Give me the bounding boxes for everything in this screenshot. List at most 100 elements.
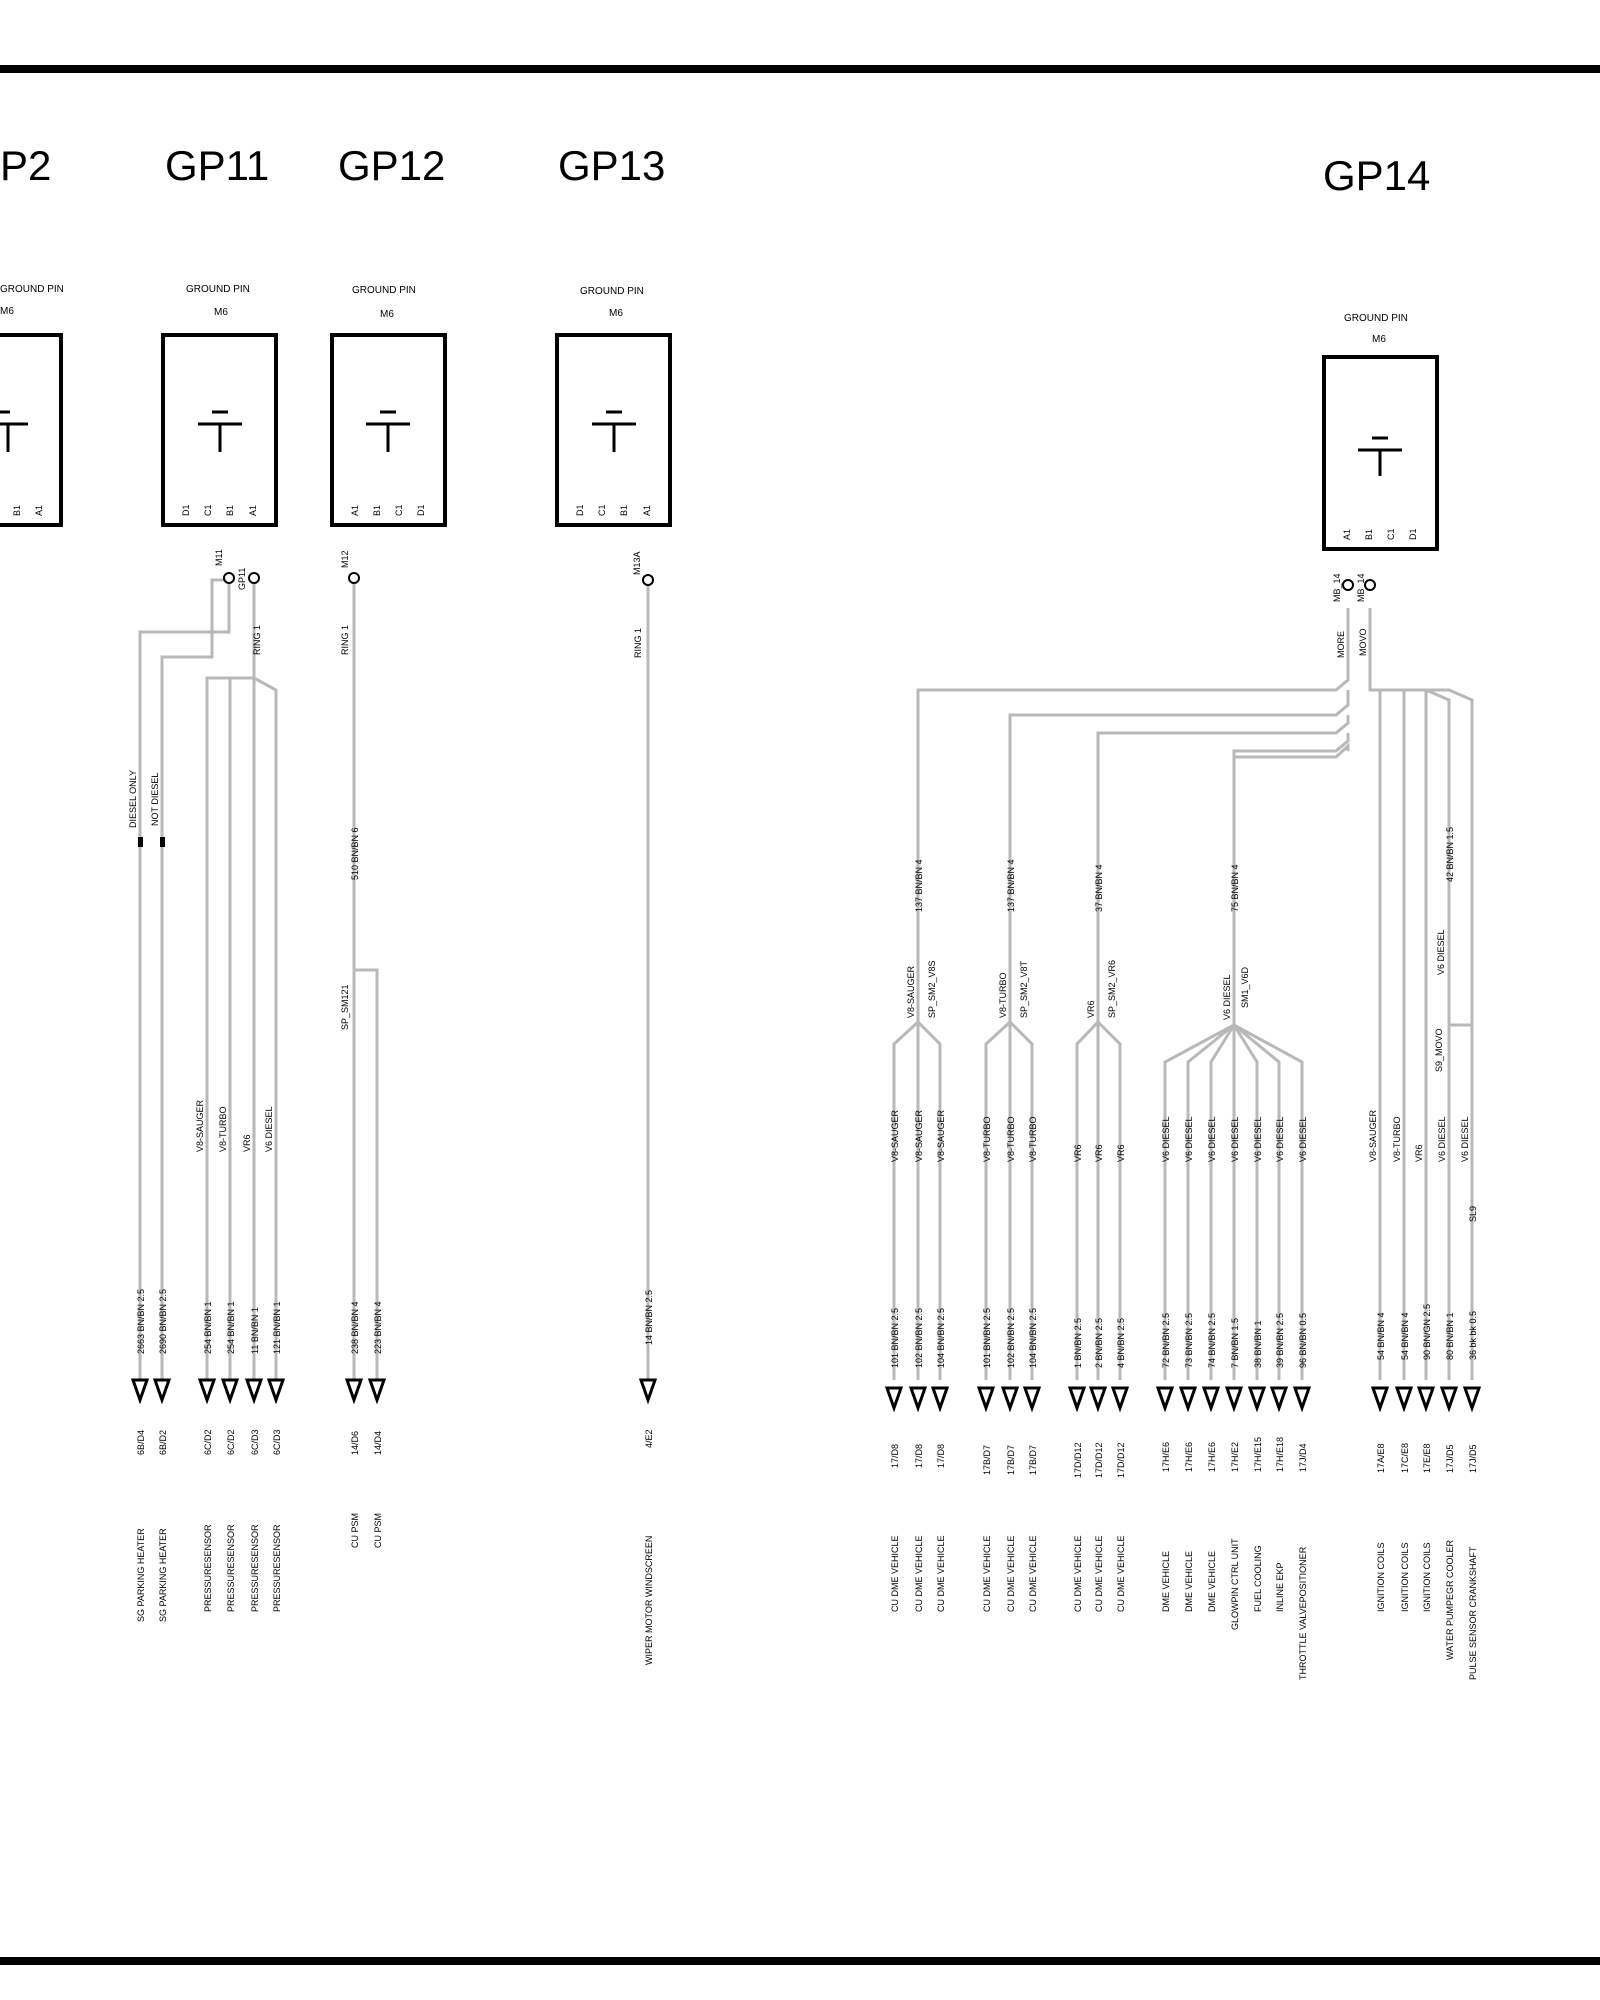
terminal-label: 17/D8 <box>914 1444 924 1468</box>
ring-terminal <box>1364 579 1376 591</box>
terminal-label: 17B/D7 <box>1028 1445 1038 1475</box>
ground-icon <box>592 410 636 452</box>
group-title: GP11 <box>165 142 269 189</box>
destination-label: IGNITION COILS <box>1376 1542 1386 1612</box>
group-title: GP14 <box>1323 152 1430 199</box>
wire-label: 4 BN/BN 2.5 <box>1116 1318 1126 1368</box>
wire-label: 137 BN/BN 4 <box>1006 859 1016 912</box>
pin-a1: A1 <box>642 505 652 516</box>
pin-d1: D1 <box>181 504 191 516</box>
variant-label: V6 DIESEL <box>1161 1116 1171 1162</box>
wire-label: 102 BN/BN 2.5 <box>1006 1308 1016 1368</box>
connector-arrows <box>344 1378 387 1405</box>
terminal-label: 6C/D2 <box>203 1429 213 1455</box>
wire-label: 104 BN/BN 2.5 <box>936 1308 946 1368</box>
ground-pin-box <box>0 333 63 527</box>
wire-label: 2 BN/BN 2.5 <box>1094 1318 1104 1368</box>
destination-label: SG PARKING HEATER <box>158 1528 168 1622</box>
terminal-label: 17D/D12 <box>1116 1442 1126 1478</box>
wire-label: 39 BN/BN 2.5 <box>1275 1313 1285 1368</box>
variant-label: V6 DIESEL <box>1436 929 1446 975</box>
terminal-label: 17H/E6 <box>1207 1442 1217 1472</box>
ring-terminal <box>223 572 235 584</box>
destination-label: PULSE SENSOR CRANKSHAFT <box>1468 1546 1478 1680</box>
variant-label: VR6 <box>1116 1144 1126 1162</box>
pin-b1: B1 <box>372 505 382 516</box>
terminal-label: 17J/D4 <box>1298 1443 1308 1472</box>
ground-icon <box>1358 436 1402 476</box>
variant-label: V8-SAUGER <box>1368 1109 1378 1162</box>
wire-label: 101 BN/BN 2.5 <box>890 1308 900 1368</box>
note-not-diesel: NOT DIESEL <box>150 773 160 826</box>
wire-label: 510 BN/BN 6 <box>350 827 360 880</box>
variant-label: V6 DIESEL <box>1230 1116 1240 1162</box>
splice-label: SP_SM2_V8T <box>1019 960 1029 1018</box>
pin-a1: A1 <box>1342 529 1352 540</box>
wire-label: 137 BN/BN 4 <box>914 859 924 912</box>
variant-label: V8-SAUGER <box>890 1109 900 1162</box>
pin-c1: C1 <box>394 504 404 516</box>
variant-label: V8-TURBO <box>218 1106 228 1152</box>
destination-label: THROTTLE VALVEPOSITIONER <box>1298 1546 1308 1680</box>
variant-label: V8-TURBO <box>1028 1116 1038 1162</box>
terminal-label: 17H/E15 <box>1253 1437 1263 1472</box>
group-gp14: GP14 GROUND PIN M6 A1 B1 C1 D1 MB_14 MB_… <box>884 152 1482 1680</box>
destination-label: IGNITION COILS <box>1422 1542 1432 1612</box>
destination-label: CU DME VEHICLE <box>914 1535 924 1612</box>
pin-label: GROUND PIN <box>1344 313 1408 324</box>
destination-label: IGNITION COILS <box>1400 1542 1410 1612</box>
wire-label: 74 BN/BN 2.5 <box>1207 1313 1217 1368</box>
terminal-label: 17/D8 <box>936 1444 946 1468</box>
pin-a1: A1 <box>34 505 44 516</box>
ground-icon <box>198 410 242 452</box>
pin-d1: D1 <box>1408 528 1418 540</box>
terminal-label: 17H/E2 <box>1230 1442 1240 1472</box>
variant-label: VR6 <box>1414 1144 1424 1162</box>
terminal-label: 17D/D12 <box>1094 1442 1104 1478</box>
variant-label: V8-TURBO <box>1392 1116 1402 1162</box>
connector-m13a: M13A <box>632 551 642 575</box>
destination-label: CU DME VEHICLE <box>982 1535 992 1612</box>
variant-label: V6 DIESEL <box>1437 1116 1447 1162</box>
destination-label: CU DME VEHICLE <box>890 1535 900 1612</box>
variant-label: V6 DIESEL <box>1222 974 1232 1020</box>
wire-label: 80 BN/BN 1 <box>1445 1312 1455 1360</box>
connector-arrows <box>638 1378 658 1405</box>
pin-size: M6 <box>609 308 623 319</box>
ring-terminal <box>642 574 654 586</box>
splice-label: SP_SM2_VR6 <box>1107 960 1117 1018</box>
pin-d1: D1 <box>416 504 426 516</box>
terminal-label: 17/D8 <box>890 1444 900 1468</box>
top-border <box>0 65 1600 73</box>
destination-label: CU PSM <box>350 1513 360 1548</box>
wire-label: 254 BN/BN 1 <box>203 1301 213 1354</box>
pin-b1: B1 <box>12 505 22 516</box>
terminal-label: 14/D6 <box>350 1431 360 1455</box>
ground-icon <box>0 410 28 452</box>
splice-label: SP_SM2_V8S <box>927 960 937 1018</box>
destination-label: FUEL COOLING <box>1253 1545 1263 1612</box>
ring-terminal <box>1342 579 1354 591</box>
destination-label: PRESSURESENSOR <box>272 1524 282 1612</box>
pin-label: GROUND PIN <box>186 284 250 295</box>
variant-label: V6 DIESEL <box>1207 1116 1217 1162</box>
destination-label: CU DME VEHICLE <box>1073 1535 1083 1612</box>
splice-label: SM1_V6D <box>1240 966 1250 1008</box>
wire-label: 102 BN/BN 2.5 <box>914 1308 924 1368</box>
destination-label: CU DME VEHICLE <box>936 1535 946 1612</box>
variant-label: V8-SAUGER <box>195 1099 205 1152</box>
pin-b1: B1 <box>619 505 629 516</box>
terminal-label: 17A/E8 <box>1376 1443 1386 1473</box>
variant-label: VR6 <box>1094 1144 1104 1162</box>
pin-a1: A1 <box>248 505 258 516</box>
variant-label: V8-SAUGER <box>906 965 916 1018</box>
pin-size: M6 <box>1372 334 1386 345</box>
connector-m11: M11 <box>214 549 224 566</box>
connector-mb14: MB_14 <box>1356 573 1366 602</box>
wire-label: 72 BN/BN 2.5 <box>1161 1313 1171 1368</box>
pin-c1: C1 <box>203 504 213 516</box>
variant-label: VR6 <box>1073 1144 1083 1162</box>
wire-label: 96 BN/BN 0.5 <box>1298 1313 1308 1368</box>
terminal-label: 17H/E6 <box>1161 1442 1171 1472</box>
